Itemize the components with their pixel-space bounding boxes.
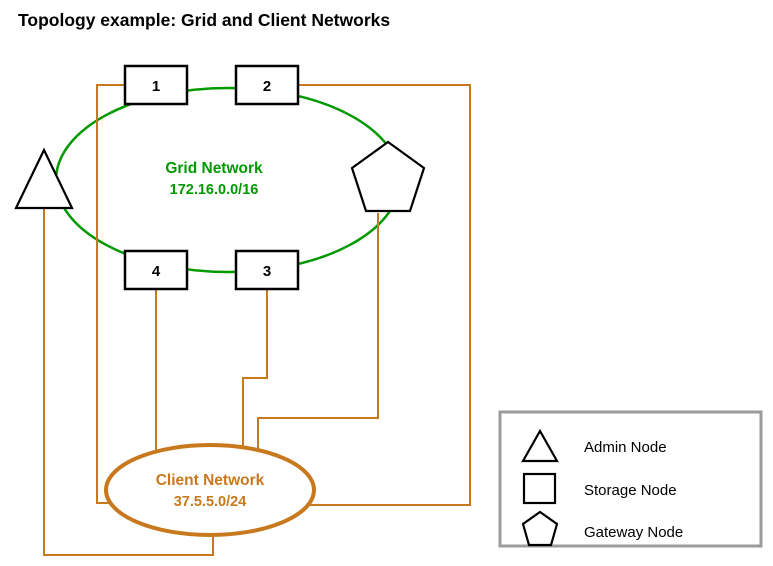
- storage-node-4: 4: [123, 249, 189, 291]
- link-admin-client-network: [43, 208, 214, 556]
- link-gateway-client-network: [257, 213, 379, 452]
- grid-network-label: Grid Network: [165, 160, 263, 177]
- storage-node-4-label: 4: [152, 263, 161, 280]
- link-storage2-client-network: [299, 84, 471, 506]
- legend-storage-label: Storage Node: [584, 482, 677, 499]
- triangle-icon: [521, 428, 559, 463]
- link-storage1-client-network: [96, 84, 125, 504]
- pentagon-icon: [521, 510, 559, 547]
- storage-node-1-label: 1: [152, 78, 160, 95]
- link-storage3-client-network: [242, 289, 268, 450]
- page-title: Topology example: Grid and Client Networ…: [18, 10, 390, 30]
- legend-gateway-label: Gateway Node: [584, 524, 683, 541]
- client-network-subnet: 37.5.5.0/24: [174, 494, 247, 510]
- grid-network-ellipse: [54, 86, 402, 274]
- legend: Admin Node Storage Node Gateway Node: [498, 410, 763, 548]
- storage-node-2-box: [234, 64, 300, 106]
- client-network-ellipse: [104, 443, 316, 537]
- square-icon: [522, 472, 557, 505]
- client-network-label: Client Network: [156, 472, 265, 489]
- storage-node-3-box: [234, 249, 300, 291]
- storage-node-3-label: 3: [263, 263, 271, 280]
- gateway-node: [350, 140, 426, 213]
- storage-node-3: 3: [234, 249, 300, 291]
- storage-node-4-box: [123, 249, 189, 291]
- storage-node-2: 2: [234, 64, 300, 106]
- storage-node-2-label: 2: [263, 78, 271, 95]
- grid-network-subnet: 172.16.0.0/16: [170, 182, 259, 198]
- storage-node-1: 1: [123, 64, 189, 106]
- storage-node-1-box: [123, 64, 189, 106]
- admin-node: [14, 147, 74, 210]
- legend-admin-label: Admin Node: [584, 439, 667, 456]
